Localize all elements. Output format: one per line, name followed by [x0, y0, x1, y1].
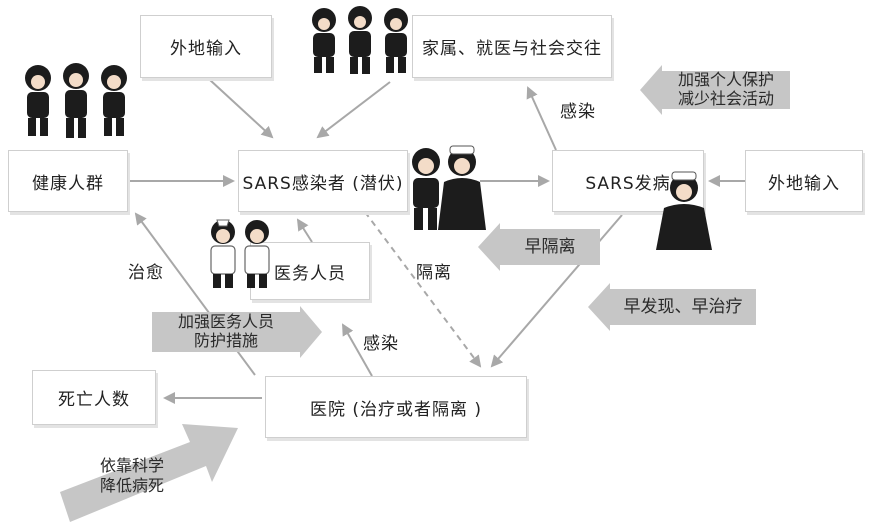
node-external-input-right: 外地输入 [745, 150, 863, 212]
label-isolation: 隔离 [416, 263, 452, 283]
arrow-staff-to-incubation [296, 218, 313, 243]
label-infection-lower: 感染 [363, 334, 399, 354]
family-group-illustration [312, 6, 408, 74]
incubation-patients-illustration [412, 145, 486, 230]
onset-patient-illustration [656, 171, 712, 250]
measure-staff-protection-line1: 加强医务人员 [177, 312, 274, 331]
measure-science-line2: 降低病死 [99, 476, 164, 495]
measure-early-detection: 早发现、早治疗 [588, 283, 756, 331]
measure-science-line1: 依靠科学 [99, 456, 164, 475]
measure-early-detection-text: 早发现、早治疗 [623, 297, 743, 317]
medical-staff-illustration [210, 219, 270, 288]
measure-early-isolation: 早隔离 [478, 223, 600, 271]
arrow-onset-infects-family [526, 86, 557, 151]
node-healthy-population: 健康人群 [8, 150, 128, 212]
node-deaths: 死亡人数 [32, 370, 156, 425]
label-cure: 治愈 [128, 263, 164, 283]
node-family-contacts: 家属、就医与社会交往 [412, 15, 612, 78]
arrow-hospital-infects-staff [342, 323, 373, 377]
measure-personal-protection: 加强个人保护 减少社会活动 [640, 65, 790, 115]
healthy-group-illustration [25, 63, 127, 138]
node-hospital: 医院 (治疗或者隔离 ) [265, 376, 527, 438]
node-external-input-top: 外地输入 [140, 15, 272, 78]
measure-personal-protection-line2: 减少社会活动 [677, 89, 774, 108]
measure-early-isolation-text: 早隔离 [524, 237, 576, 257]
measure-personal-protection-line1: 加强个人保护 [677, 70, 774, 89]
measure-staff-protection: 加强医务人员 防护措施 [152, 306, 322, 358]
arrow-onset-to-hospital [490, 214, 623, 368]
measure-science: 依靠科学 降低病死 [60, 410, 240, 522]
arrow-family-to-incubation [316, 81, 391, 139]
node-sars-incubation: SARS感染者 (潜伏) [238, 150, 408, 212]
arrow-external-to-incubation [209, 79, 274, 139]
label-infection-upper: 感染 [560, 102, 596, 122]
node-medical-staff: 医务人员 [250, 242, 370, 300]
measure-staff-protection-line2: 防护措施 [193, 331, 258, 350]
